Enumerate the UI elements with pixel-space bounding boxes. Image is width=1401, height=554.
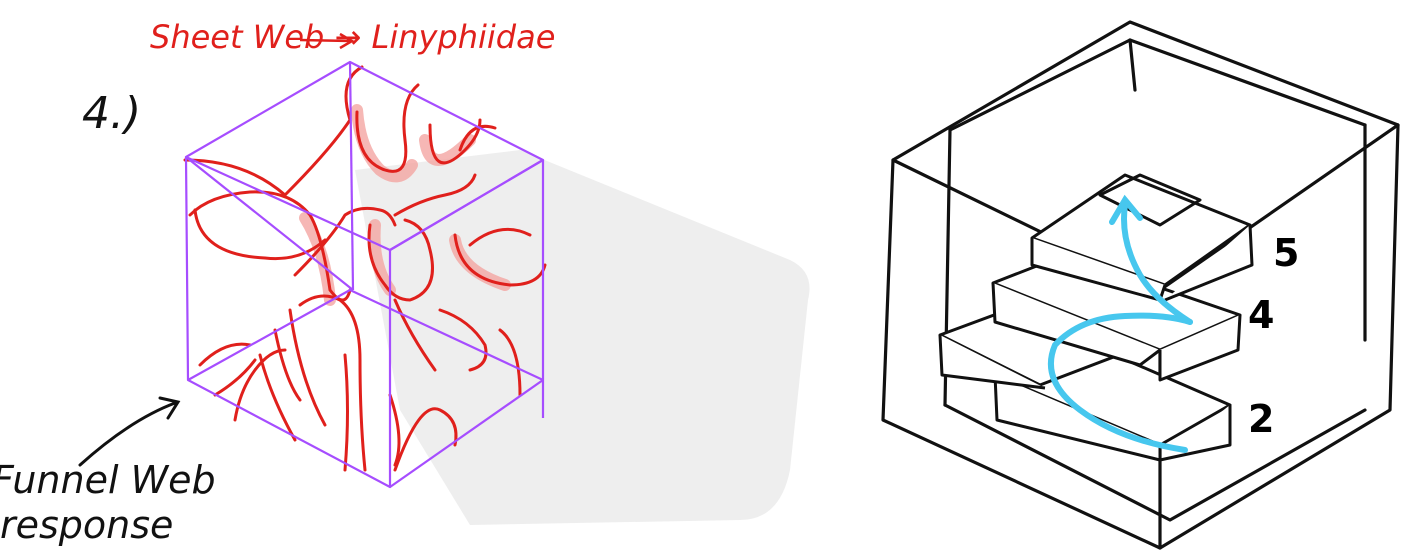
stacked-layers-sketch: 5 4 2 <box>881 20 1400 550</box>
cube-frame <box>184 60 545 489</box>
note-line-2: response <box>0 503 173 547</box>
pointer-arrow-icon <box>78 396 181 467</box>
sheet-web-strands <box>183 65 547 472</box>
title-annotation: Sheet Web → Linyphiidae <box>150 18 555 56</box>
level-label-5: 5 <box>1273 231 1299 275</box>
sheet-web-sketch: Sheet Web → Linyphiidae 4.) <box>0 18 810 547</box>
cube-shadow <box>355 150 810 525</box>
title-arrow-icon <box>299 32 355 50</box>
ascending-spiral-arrow-icon <box>1047 194 1193 453</box>
figure-number: 4.) <box>82 88 141 139</box>
level-label-2: 2 <box>1248 397 1274 441</box>
note-line-1: Funnel Web <box>0 458 216 502</box>
level-label-4: 4 <box>1248 293 1274 337</box>
